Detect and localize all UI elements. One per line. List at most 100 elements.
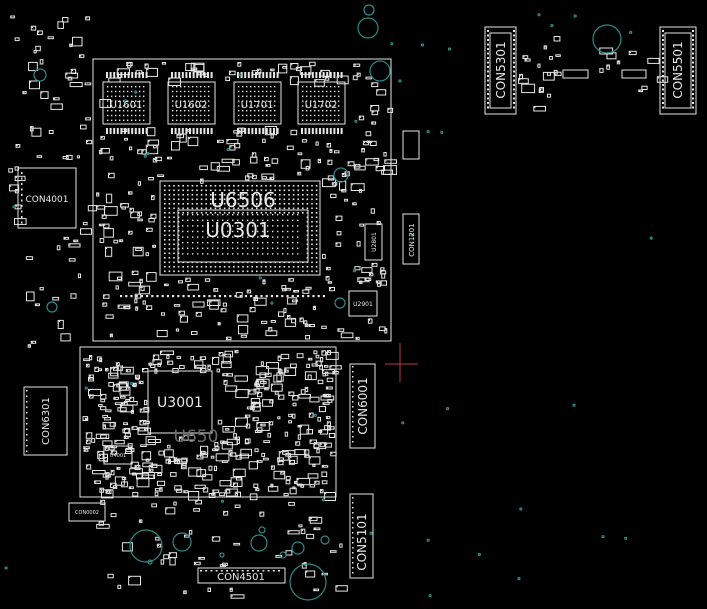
bga-ball	[177, 266, 180, 268]
connector-con6301[interactable]	[23, 386, 68, 456]
passive-component	[211, 536, 221, 542]
passive-component	[178, 310, 185, 316]
memory-ball	[115, 90, 117, 93]
connector-pin	[352, 426, 354, 428]
component-pad	[102, 215, 104, 217]
connector-con4001[interactable]	[17, 167, 77, 229]
memory-chip-u1602[interactable]	[167, 81, 216, 125]
bga-ball	[200, 198, 203, 201]
bga-ball	[223, 185, 226, 187]
bga-ball	[222, 253, 224, 255]
passive-component	[344, 198, 349, 202]
component-pad	[188, 137, 190, 139]
bga-ball	[297, 247, 299, 249]
bga-ball	[164, 207, 166, 210]
memory-ball	[119, 114, 121, 117]
memory-ball	[338, 110, 340, 112]
chip-u3001[interactable]	[147, 370, 213, 434]
connector-con5101[interactable]	[349, 493, 374, 579]
via-circle	[369, 60, 391, 82]
passive-component	[361, 267, 373, 273]
memory-pad	[269, 72, 272, 78]
connector-pin	[352, 557, 354, 559]
bga-ball	[252, 236, 254, 238]
bga-ball	[260, 212, 263, 214]
bga-ball	[192, 236, 194, 238]
connector-con5301[interactable]	[484, 26, 517, 115]
memory-pad	[178, 128, 181, 134]
connector-small-right[interactable]	[402, 130, 420, 160]
component-pad	[87, 440, 89, 442]
bga-ball	[315, 248, 318, 250]
bga-ball	[269, 185, 272, 187]
passive-component	[123, 422, 128, 426]
memory-ball	[266, 119, 268, 121]
passive-component	[244, 414, 251, 418]
component-pad	[255, 384, 257, 387]
memory-ball	[200, 86, 202, 88]
memory-ball	[131, 90, 133, 93]
bga-ball	[196, 189, 198, 192]
passive-component	[187, 136, 199, 147]
bga-ball	[237, 189, 240, 192]
bga-ball	[297, 198, 299, 201]
component-pad	[210, 301, 212, 303]
component-pad	[271, 466, 274, 468]
connector-pin	[166, 295, 169, 298]
component-pad	[58, 320, 60, 323]
passive-component	[233, 130, 241, 134]
memory-ball	[338, 114, 340, 117]
passive-component	[66, 154, 73, 160]
chip-u4001[interactable]	[103, 445, 133, 465]
small-connector-right-b[interactable]	[621, 69, 647, 79]
component-pad	[169, 460, 171, 462]
memory-ball	[318, 105, 320, 107]
bga-ball	[197, 242, 199, 244]
connector-con4501[interactable]	[197, 567, 286, 584]
passive-component	[108, 382, 115, 387]
memory-chip-u1701[interactable]	[233, 81, 282, 125]
chip-u2901[interactable]	[348, 290, 378, 317]
passive-component	[370, 208, 375, 214]
component-pad	[129, 192, 131, 194]
bga-ball	[283, 203, 286, 205]
small-connector-right-a[interactable]	[562, 69, 589, 79]
memory-chip-u1601[interactable]	[102, 81, 151, 125]
component-pad	[289, 279, 291, 281]
memory-ball	[135, 119, 137, 121]
via-dot	[129, 381, 134, 386]
passive-component	[647, 57, 660, 64]
memory-pad	[301, 72, 303, 78]
connector-pin	[692, 30, 694, 32]
connector-con0002[interactable]	[68, 502, 106, 522]
memory-ball	[176, 105, 178, 107]
memory-pad	[189, 128, 191, 134]
component-pad	[84, 447, 86, 449]
memory-ball	[135, 105, 137, 107]
passive-component	[325, 416, 331, 420]
passive-component	[114, 402, 122, 406]
connector-pin	[229, 295, 232, 298]
passive-component	[284, 369, 289, 373]
bga-ball	[237, 236, 239, 238]
passive-component	[181, 464, 187, 470]
memory-pad	[124, 128, 126, 134]
passive-component	[293, 290, 300, 293]
memory-pad	[199, 72, 202, 78]
bga-ball	[223, 207, 226, 210]
memory-ball	[143, 119, 145, 121]
u2801-label: U2801	[371, 232, 378, 252]
bga-ball	[237, 185, 240, 187]
memory-chip-u1702[interactable]	[297, 81, 346, 125]
component-pad	[309, 358, 311, 360]
passive-component	[268, 327, 273, 332]
connector-con1201[interactable]	[402, 213, 420, 265]
memory-ball	[131, 100, 133, 102]
component-pad	[104, 457, 106, 460]
connector-con6001[interactable]	[349, 363, 376, 449]
memory-ball	[172, 114, 174, 117]
passive-component	[113, 239, 119, 244]
connector-con5501[interactable]	[659, 26, 697, 115]
soc-u0301-outline[interactable]	[159, 180, 321, 276]
chip-u2801[interactable]	[364, 223, 383, 261]
